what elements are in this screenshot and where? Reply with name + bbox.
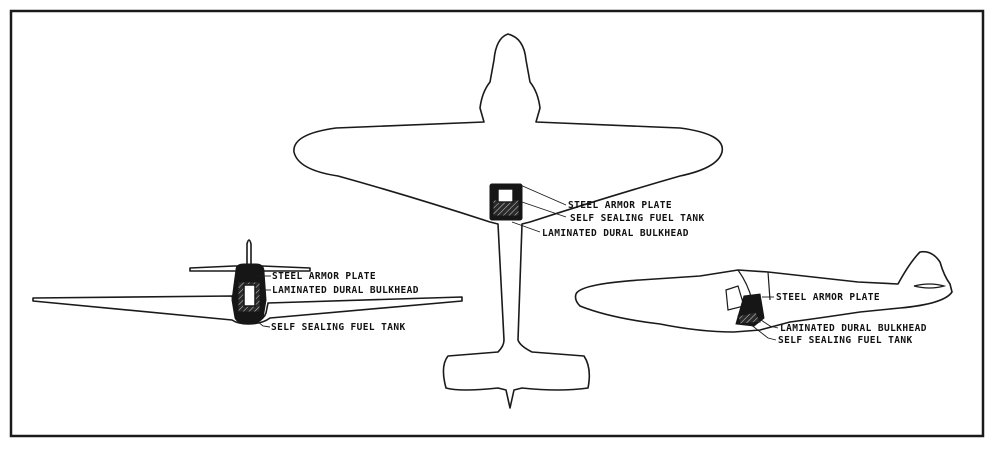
top-view: STEEL ARMOR PLATE SELF SEALING FUEL TANK… (293, 33, 724, 409)
side-label-laminated-bulkhead: LAMINATED DURAL BULKHEAD (780, 323, 927, 334)
top-view-airframe (293, 33, 724, 409)
side-bulkhead-leader (757, 317, 779, 329)
top-armor-leader (517, 183, 567, 206)
front-tank-leader (252, 317, 271, 328)
front-view-fin (246, 239, 252, 267)
side-view-canopy-rear (767, 271, 771, 301)
side-view-stabilizer (913, 283, 947, 289)
side-view: STEEL ARMOR PLATE LAMINATED DURAL BULKHE… (574, 250, 953, 346)
top-label-laminated-bulkhead: LAMINATED DURAL BULKHEAD (542, 228, 689, 239)
top-label-fuel-tank: SELF SEALING FUEL TANK (570, 213, 705, 224)
side-view-armor-hatch (737, 311, 761, 325)
front-view: STEEL ARMOR PLATE LAMINATED DURAL BULKHE… (32, 239, 463, 333)
top-label-steel-armor-plate: STEEL ARMOR PLATE (568, 200, 672, 211)
front-label-steel-armor-plate: STEEL ARMOR PLATE (272, 271, 376, 282)
front-label-fuel-tank: SELF SEALING FUEL TANK (271, 322, 406, 333)
side-tank-leader (749, 323, 777, 341)
front-view-bulkhead-window (243, 284, 256, 307)
frame-border (9, 9, 985, 438)
front-label-laminated-bulkhead: LAMINATED DURAL BULKHEAD (272, 285, 419, 296)
top-tank-leader (521, 201, 567, 218)
side-view-fuselage (574, 250, 953, 333)
side-label-fuel-tank: SELF SEALING FUEL TANK (778, 335, 913, 346)
top-view-bulkhead-window (497, 188, 514, 203)
top-bulkhead-leader (511, 221, 541, 233)
side-label-steel-armor-plate: STEEL ARMOR PLATE (776, 292, 880, 303)
